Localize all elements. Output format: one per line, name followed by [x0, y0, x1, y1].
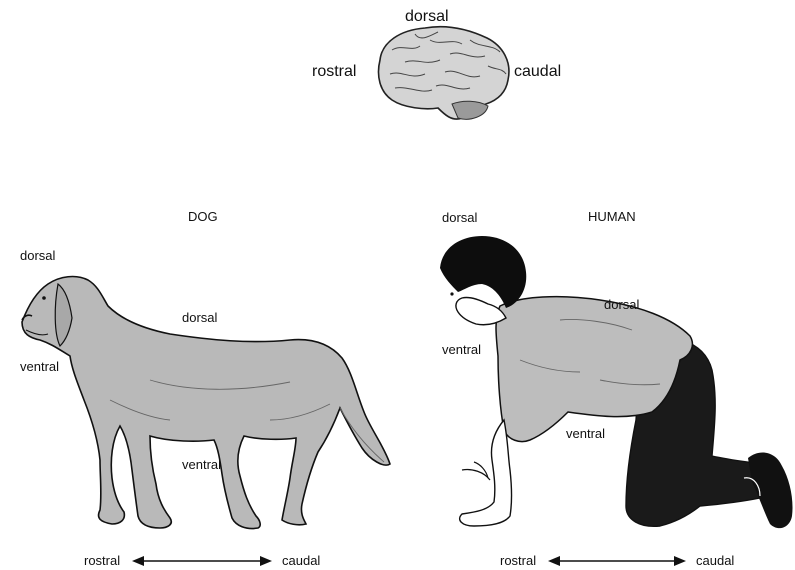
- human-dorsal-head-label: dorsal: [442, 211, 477, 224]
- dog-dorsal-back-label: dorsal: [182, 311, 217, 324]
- human-ventral-belly-label: ventral: [566, 427, 605, 440]
- brain-caudal-label: caudal: [514, 64, 561, 80]
- dog-title: DOG: [188, 210, 218, 223]
- dog-caudal-label: caudal: [282, 554, 320, 567]
- human-drawing: [440, 236, 793, 528]
- human-rostral-label: rostral: [500, 554, 536, 567]
- dog-ventral-head-label: ventral: [20, 360, 59, 373]
- dog-ventral-belly-label: ventral: [182, 458, 221, 471]
- human-ventral-head-label: ventral: [442, 343, 481, 356]
- dog-dorsal-head-label: dorsal: [20, 249, 55, 262]
- human-caudal-label: caudal: [696, 554, 734, 567]
- human-dorsal-back-label: dorsal: [604, 298, 639, 311]
- human-title: HUMAN: [588, 210, 636, 223]
- brain-dorsal-label: dorsal: [405, 9, 449, 25]
- brain-rostral-label: rostral: [312, 64, 356, 80]
- dog-rostral-label: rostral: [84, 554, 120, 567]
- brain-drawing: [379, 27, 509, 120]
